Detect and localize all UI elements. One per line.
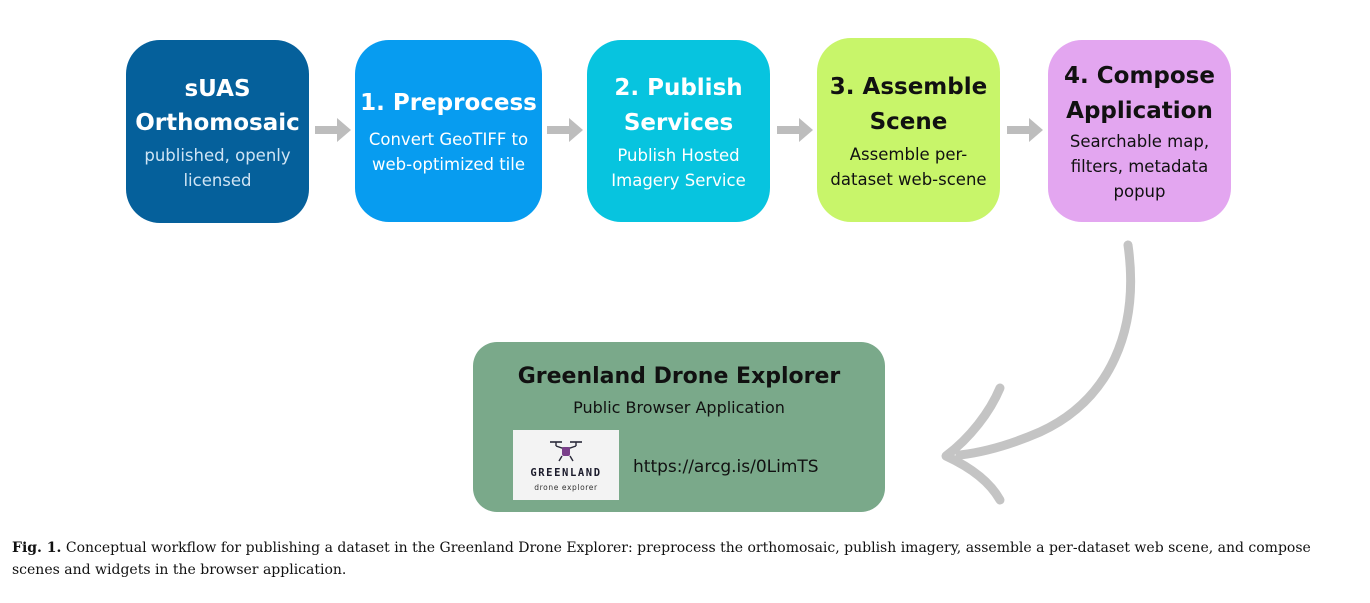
step-description: Publish Hosted [617, 145, 740, 165]
step-box-compose-application: 4. Compose Application Searchable map, f… [1048, 40, 1231, 222]
caption-text: Conceptual workflow for publishing a dat… [12, 540, 1311, 578]
figure-caption: Fig. 1. Conceptual workflow for publishi… [12, 537, 1357, 581]
arrow-right-icon [547, 118, 583, 142]
step-box-assemble-scene: 3. Assemble Scene Assemble per- dataset … [817, 38, 1000, 222]
step-description: licensed [183, 170, 252, 190]
step-title: sUAS [184, 75, 251, 102]
caption-label: Fig. 1. [12, 540, 62, 556]
step-description: web-optimized tile [372, 155, 525, 174]
step-title: 1. Preprocess [360, 90, 537, 116]
step-title: 4. Compose [1064, 63, 1215, 89]
step-box-preprocess: 1. Preprocess Convert GeoTIFF to web-opt… [355, 40, 542, 222]
greenland-drone-explorer-box: Greenland Drone Explorer Public Browser … [473, 342, 885, 512]
drone-icon [550, 441, 582, 462]
explorer-subtitle: Public Browser Application [573, 398, 785, 417]
step-box-suas-orthomosaic: sUAS Orthomosaic published, openly licen… [126, 40, 309, 223]
step-description: Searchable map, [1069, 132, 1210, 151]
arrow-right-icon [1007, 118, 1043, 142]
step-title: 3. Assemble [829, 73, 988, 100]
step-description: Imagery Service [611, 170, 746, 190]
step-description: published, openly [144, 145, 291, 165]
greenland-logo: GREENLAND drone explorer [513, 430, 619, 500]
arrow-right-icon [315, 118, 351, 142]
logo-name: GREENLAND [530, 467, 602, 479]
explorer-link[interactable]: https://arcg.is/0LimTS [633, 457, 819, 477]
step-title: 2. Publish [614, 74, 743, 101]
step-box-publish-services: 2. Publish Services Publish Hosted Image… [587, 40, 770, 222]
step-title: Orthomosaic [135, 109, 300, 136]
step-title: Services [623, 109, 734, 136]
logo-subtitle: drone explorer [534, 483, 598, 492]
step-title: Scene [869, 108, 948, 135]
arrow-right-icon [777, 118, 813, 142]
step-title: Application [1066, 98, 1213, 124]
step-description: popup [1113, 182, 1166, 201]
step-description: Assemble per- [849, 144, 968, 164]
step-description: Convert GeoTIFF to [368, 130, 529, 149]
explorer-title: Greenland Drone Explorer [517, 364, 841, 389]
step-description: dataset web-scene [830, 169, 987, 189]
step-description: filters, metadata [1070, 157, 1209, 176]
